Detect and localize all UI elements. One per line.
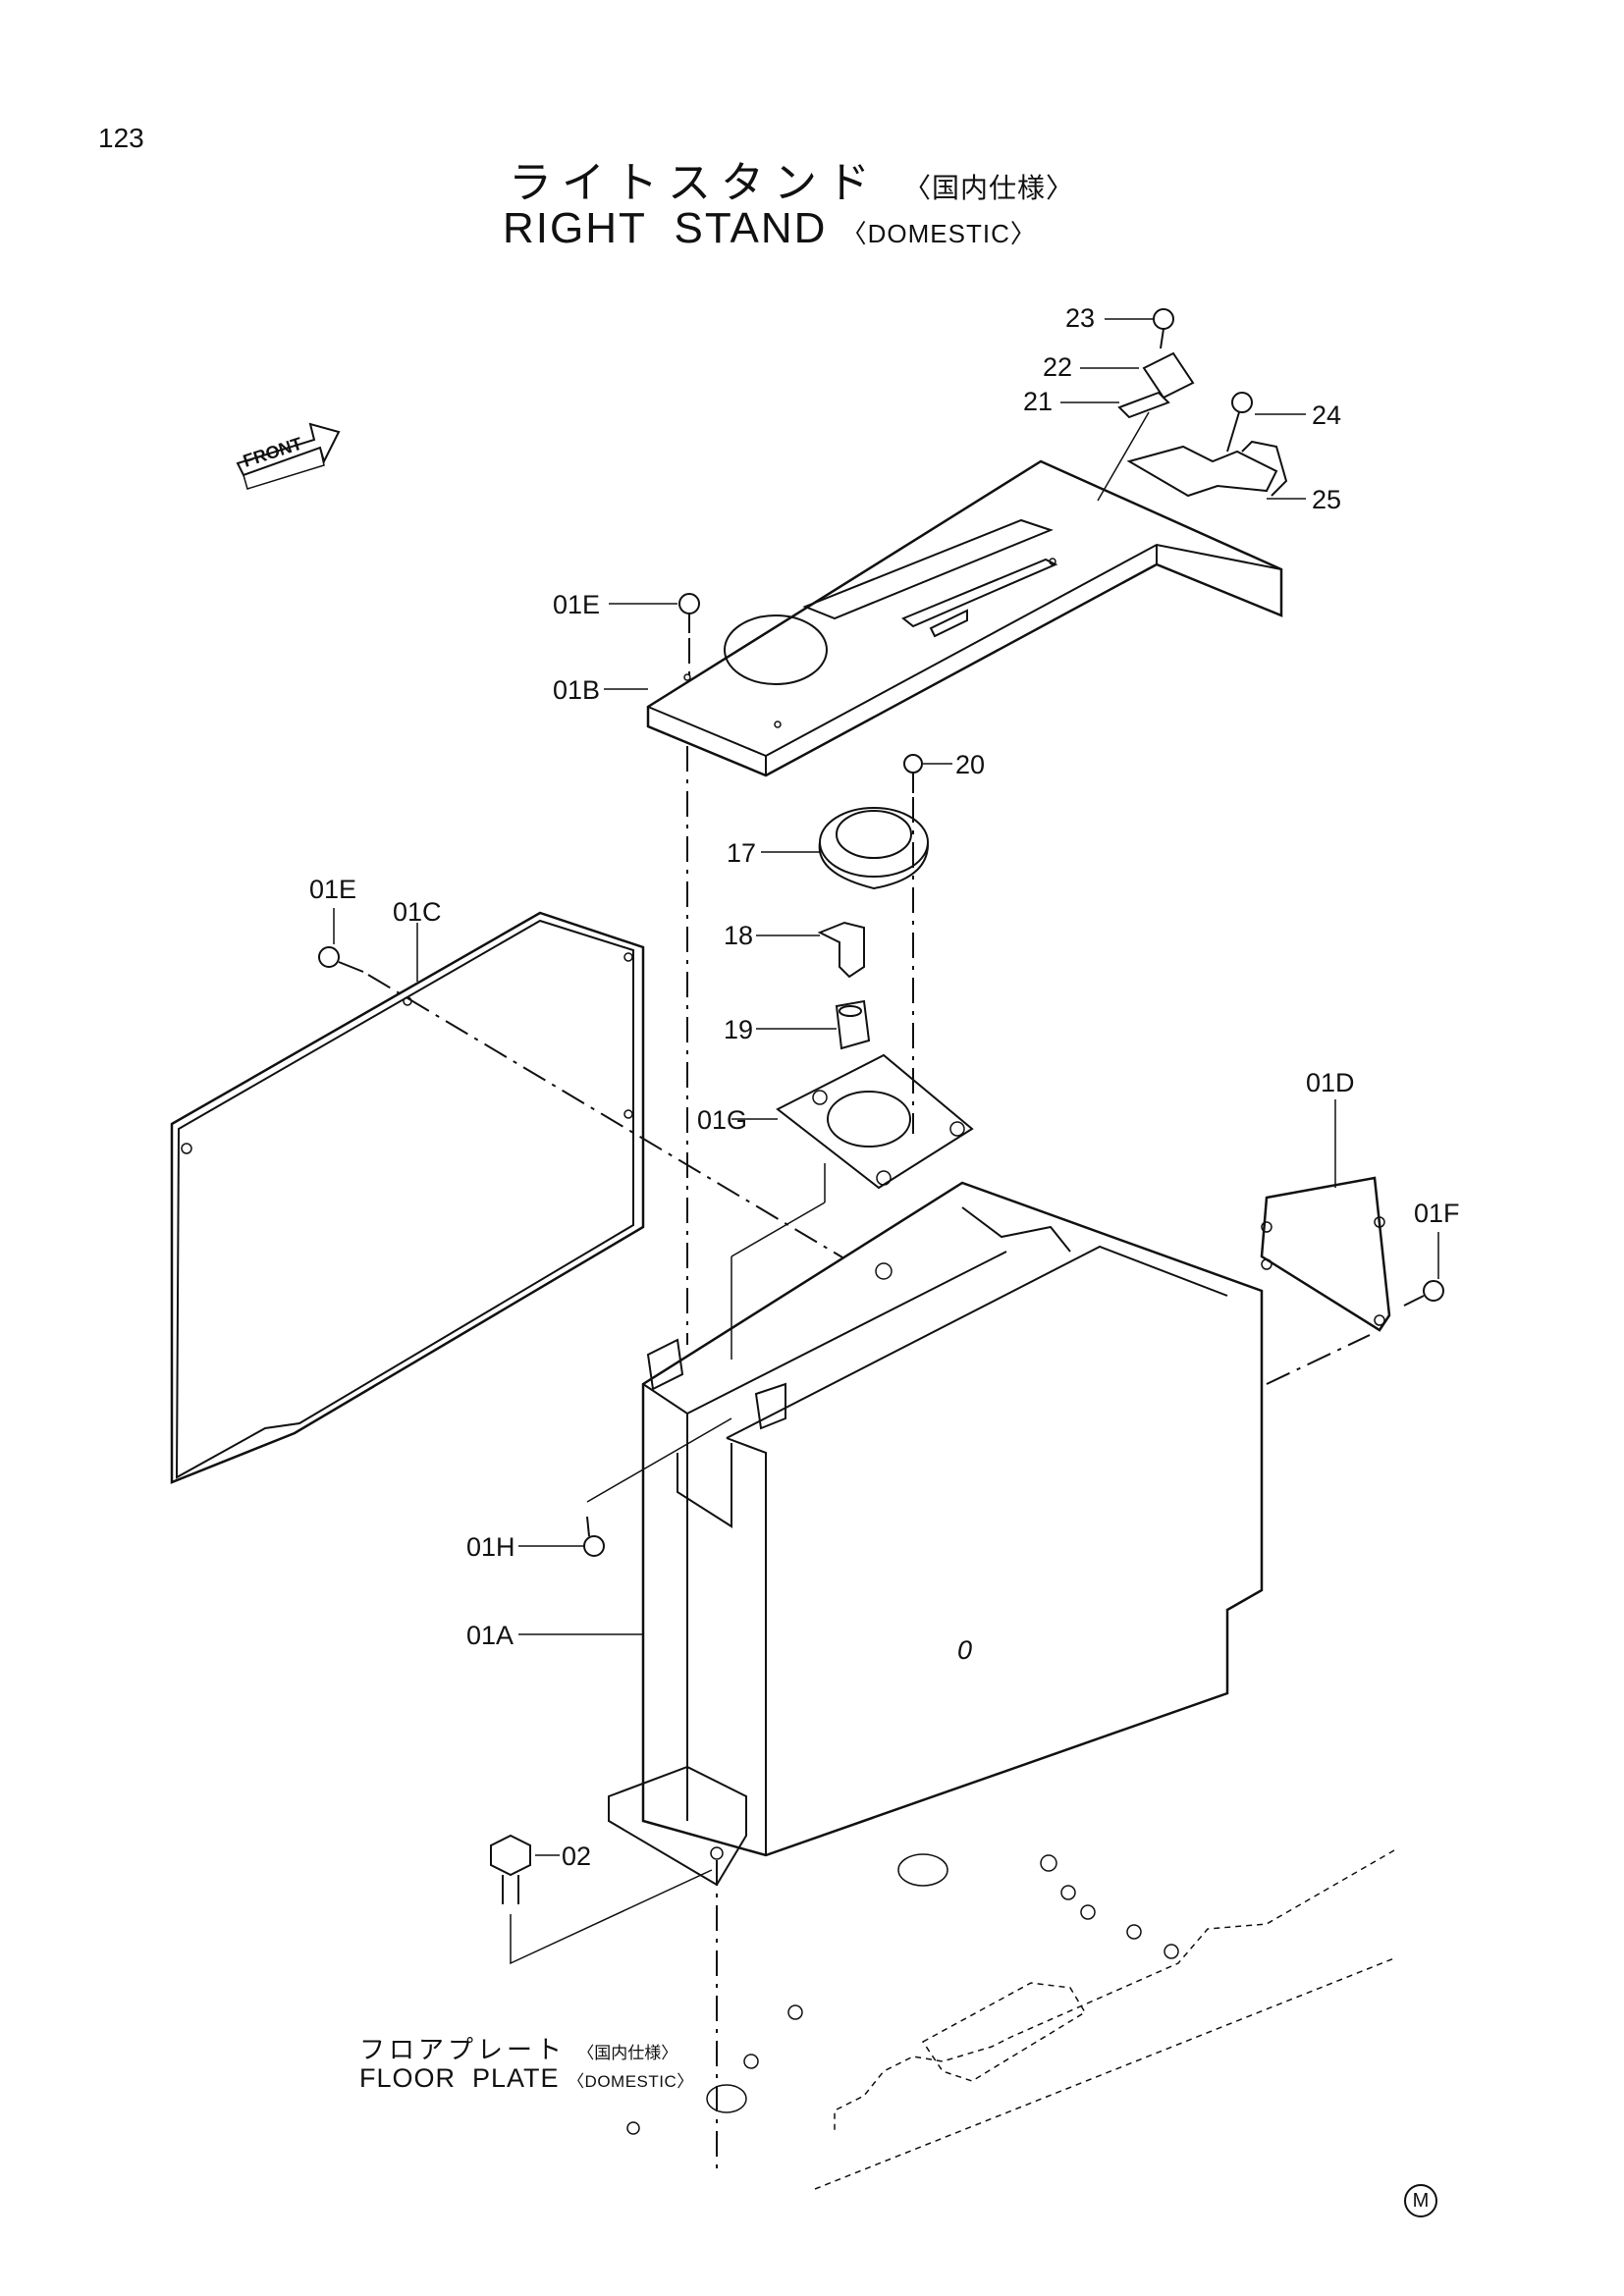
cover-plate-01D [1260,1176,1391,1385]
floor-plate-english-main: FLOOR PLATE [359,2063,560,2093]
callout-01E-left: 01E [309,875,356,904]
callout-01H: 01H [466,1532,515,1562]
screw-01F [1403,1280,1444,1307]
screw-01E-left [318,946,875,1277]
callout-02: 02 [562,1842,591,1871]
title-english-main: RIGHT STAND [503,204,828,252]
title-english-sub: 〈DOMESTIC〉 [840,219,1037,248]
title-japanese-sub: 〈国内仕様〉 [903,172,1075,204]
corner-mark: M [1404,2184,1437,2217]
screw-01E-top [678,593,700,677]
callout-01C: 01C [393,897,442,927]
callout-01F: 01F [1414,1199,1460,1228]
callout-01D: 01D [1306,1068,1355,1097]
callout-01G: 01G [697,1105,747,1135]
stand-body-01A: 0 [608,1181,1264,1887]
callout-01B: 01B [553,675,600,705]
floor-plate-japanese-sub: 〈国内仕様〉 [577,2044,678,2063]
callout-19: 19 [724,1015,753,1044]
side-panel-01C [170,911,645,1484]
front-arrow-icon: FRONT [236,422,341,490]
callout-01E-top: 01E [553,590,600,619]
floor-plate-english-sub: 〈DOMESTIC〉 [568,2072,694,2091]
floor-plate-label-english: FLOOR PLATE 〈DOMESTIC〉 [359,2063,694,2094]
title-japanese: ライトスタンド 〈国内仕様〉 [509,147,1074,210]
callout-leaders [333,318,1439,1856]
meter-parts [776,754,974,1190]
callout-23: 23 [1065,303,1095,333]
floor-plate-label-japanese: フロアプレート 〈国内仕様〉 [359,2030,677,2066]
floor-plate-outline [626,1849,1395,2190]
title-japanese-main: ライトスタンド [509,158,880,208]
hinge-assembly [1097,308,1288,502]
callout-17: 17 [727,838,756,868]
callout-21: 21 [1023,387,1053,416]
body-mark: 0 [957,1635,972,1665]
callout-22: 22 [1043,352,1072,382]
floor-plate-japanese-main: フロアプレート [359,2036,567,2065]
callout-25: 25 [1312,485,1341,514]
callout-18: 18 [724,921,753,950]
bolt-02 [490,1834,713,1965]
top-plate-01B [646,459,1283,777]
callout-24: 24 [1312,400,1341,430]
title-english: RIGHT STAND 〈DOMESTIC〉 [503,204,1037,253]
page-number: 123 [98,123,144,153]
callout-01A: 01A [466,1621,514,1650]
callout-20: 20 [955,750,985,779]
